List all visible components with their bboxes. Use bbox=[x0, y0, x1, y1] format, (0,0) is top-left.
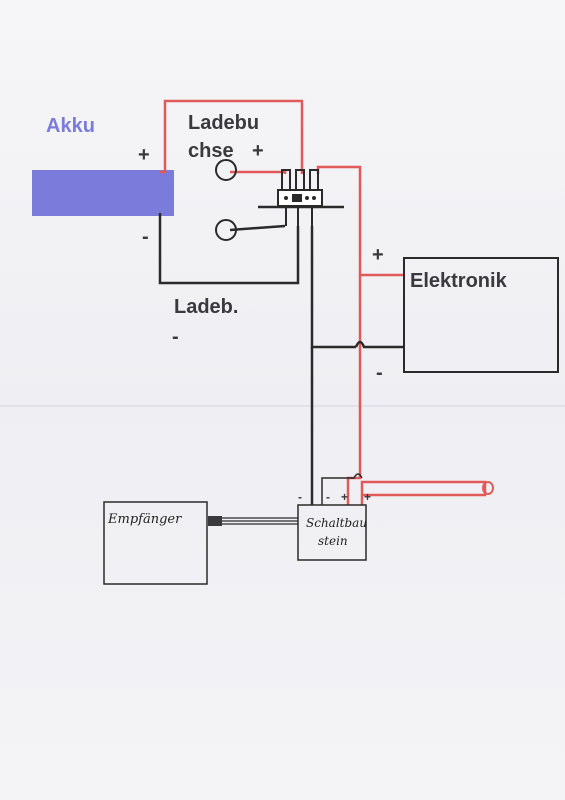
akku-label: Akku bbox=[46, 115, 95, 137]
elektronik-box bbox=[403, 257, 559, 373]
empfaenger-box bbox=[103, 501, 208, 585]
ladebuchse-label-line2: chse bbox=[188, 140, 234, 162]
schaltbaustein-pin-1: - bbox=[298, 490, 302, 504]
ladebuchse-label-line1: Ladebu bbox=[188, 112, 260, 134]
schaltbaustein-minus-wire-2 bbox=[321, 473, 363, 505]
ladeb-minus-sign: - bbox=[172, 326, 179, 348]
ladebuchse-minus-socket bbox=[215, 219, 237, 241]
elektronik-plus-label: + bbox=[372, 244, 384, 266]
empfaenger-plug bbox=[208, 516, 222, 526]
output-plus-wire bbox=[360, 480, 487, 505]
empfaenger-cable bbox=[222, 517, 298, 525]
paper-fold-line bbox=[0, 405, 565, 407]
akku-plus-label: + bbox=[138, 144, 150, 166]
akku-battery bbox=[32, 170, 174, 216]
schaltbaustein-plus-wire-2 bbox=[346, 340, 362, 505]
akku-minus-wire bbox=[158, 213, 300, 285]
elektronik-minus-label: - bbox=[376, 362, 383, 384]
schaltbaustein-label-line2: stein bbox=[318, 534, 348, 548]
schaltbaustein-pin-3: + bbox=[341, 490, 349, 504]
elektronik-plus-wire bbox=[316, 165, 405, 277]
elektronik-minus-hop bbox=[354, 340, 405, 349]
elektronik-label: Elektronik bbox=[410, 270, 507, 292]
ladebuchse-plus-wire bbox=[230, 170, 287, 174]
switch-component bbox=[258, 169, 344, 226]
ladeb-minus-label: Ladeb. bbox=[174, 296, 239, 318]
ladebuchse-plus-socket bbox=[215, 159, 237, 181]
ladebuchse-minus-wire bbox=[229, 224, 286, 232]
schaltbaustein-label-line1: Schaltbau bbox=[306, 516, 368, 530]
schaltbaustein-pin-4: + bbox=[364, 490, 372, 504]
elektronik-minus-wire bbox=[310, 226, 356, 349]
ladebuchse-plus-label: + bbox=[252, 140, 264, 162]
schaltbaustein-box bbox=[297, 504, 367, 561]
output-connector bbox=[482, 481, 494, 495]
akku-minus-label: - bbox=[142, 226, 149, 248]
akku-plus-wire bbox=[160, 99, 304, 174]
empfaenger-label: Empfänger bbox=[108, 512, 182, 527]
schaltbaustein-pin-2: - bbox=[326, 490, 330, 504]
